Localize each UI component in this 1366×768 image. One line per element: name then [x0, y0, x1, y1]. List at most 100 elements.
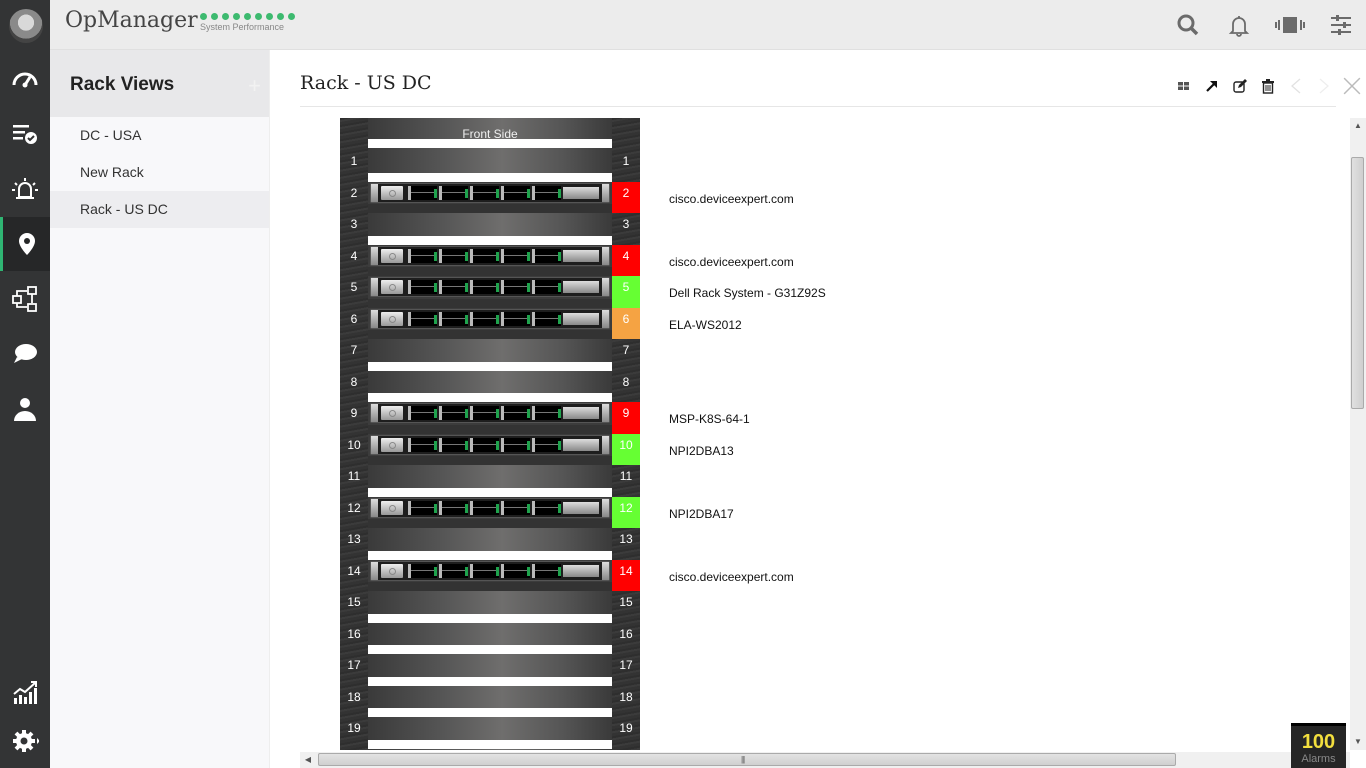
checklist-icon — [13, 125, 37, 144]
device-name-link[interactable]: NPI2DBA17 — [669, 506, 734, 521]
notifications-button[interactable] — [1213, 0, 1264, 50]
drive-bay — [501, 185, 530, 200]
drive-bay — [532, 185, 561, 200]
unit-number-right: 8 — [622, 374, 630, 389]
previous-button[interactable] — [1286, 76, 1306, 96]
server-device[interactable] — [368, 244, 612, 276]
device-name-link[interactable]: MSP-K8S-64-1 — [669, 412, 750, 426]
device-name-link[interactable]: NPI2DBA13 — [669, 443, 734, 458]
close-button[interactable] — [1342, 76, 1362, 96]
unit-number-right: 19 — [619, 721, 633, 735]
rail-reports[interactable] — [0, 665, 50, 719]
horizontal-scroll-thumb[interactable]: ||| — [318, 753, 1176, 766]
drive-bay — [470, 563, 499, 578]
vertical-scrollbar[interactable]: ▲ ▼ — [1350, 118, 1366, 750]
page-title: Rack - US DC — [300, 72, 432, 94]
next-icon — [1319, 78, 1329, 94]
device-name-link[interactable]: cisco.deviceexpert.com — [669, 191, 794, 206]
expand-button[interactable] — [1202, 76, 1222, 96]
server-device[interactable] — [368, 496, 612, 528]
drive-bay — [470, 406, 499, 420]
power-button-icon — [381, 500, 403, 515]
siren-icon — [12, 178, 38, 199]
edit-button[interactable] — [1230, 76, 1250, 96]
drive-bay — [532, 500, 561, 515]
rail-alarms[interactable] — [0, 162, 50, 216]
server-device[interactable] — [368, 181, 612, 213]
server-device[interactable] — [368, 307, 612, 339]
rail-inventory[interactable] — [0, 107, 50, 161]
server-device[interactable] — [368, 433, 612, 465]
settings-sliders-button[interactable] — [1315, 0, 1366, 50]
performance-dot — [288, 13, 295, 20]
blank-panel — [368, 676, 612, 686]
rail-maps[interactable] — [0, 217, 50, 271]
blank-panel — [368, 235, 612, 245]
scroll-up-arrow[interactable]: ▲ — [1354, 121, 1362, 130]
drive-bay — [408, 311, 437, 326]
avatar[interactable] — [9, 9, 43, 43]
alarms-badge[interactable]: 100 Alarms — [1291, 723, 1346, 768]
drive-bay — [408, 437, 437, 452]
unit-number-left: 13 — [347, 532, 361, 546]
performance-dot — [211, 13, 218, 20]
unit-number-left: 16 — [347, 626, 361, 641]
rail-workflow[interactable] — [0, 272, 50, 326]
drive-bay — [470, 500, 499, 515]
server-device[interactable] — [368, 402, 612, 434]
drive-bay — [439, 406, 468, 420]
rail-settings[interactable] — [0, 714, 50, 768]
next-button[interactable] — [1314, 76, 1334, 96]
unit-number-left: 8 — [350, 374, 358, 389]
device-name-link[interactable]: ELA-WS2012 — [669, 317, 742, 332]
devices-button[interactable] — [1264, 0, 1315, 50]
add-rack-button[interactable]: + — [248, 73, 261, 98]
rail-users[interactable] — [0, 382, 50, 436]
device-name-link[interactable]: cisco.deviceexpert.com — [669, 569, 794, 584]
unit-number-right: 3 — [622, 217, 630, 231]
rack-list-item-active[interactable]: Rack - US DC — [50, 191, 269, 228]
performance-dot — [277, 13, 284, 20]
unit-number-left: 17 — [347, 658, 361, 672]
drive-bay — [532, 406, 561, 420]
search-button[interactable] — [1162, 0, 1213, 50]
delete-button[interactable] — [1258, 76, 1278, 96]
performance-dot — [266, 13, 273, 20]
rack-list-item[interactable]: New Rack — [80, 164, 144, 180]
scroll-down-arrow[interactable]: ▼ — [1354, 737, 1362, 746]
device-name-link[interactable]: cisco.deviceexpert.com — [669, 254, 794, 269]
rack-list-item[interactable]: DC - USA — [80, 127, 142, 143]
drive-bay — [439, 563, 468, 578]
scroll-left-arrow[interactable]: ◀ — [304, 755, 312, 764]
horizontal-scrollbar[interactable]: ◀ ||| — [300, 752, 1350, 768]
rail-chat[interactable] — [0, 327, 50, 381]
drive-bay — [470, 437, 499, 452]
unit-number-left: 15 — [347, 595, 361, 609]
blank-panel — [368, 645, 612, 654]
blank-panel — [368, 172, 612, 182]
vertical-scroll-thumb[interactable] — [1351, 157, 1364, 409]
top-bar: OpManager System Performance — [50, 0, 1366, 50]
unit-status-attention: 6 — [612, 307, 640, 339]
grid-view-button[interactable] — [1174, 76, 1194, 96]
server-device[interactable] — [368, 559, 612, 591]
drive-bay — [501, 437, 530, 452]
user-icon — [14, 398, 36, 421]
rail-dashboard[interactable] — [0, 52, 50, 106]
sliders-icon — [1330, 15, 1351, 35]
server-device[interactable] — [368, 276, 612, 308]
device-name-link[interactable]: Dell Rack System - G31Z92S — [669, 286, 826, 300]
chart-icon — [13, 681, 37, 704]
system-performance[interactable]: System Performance — [200, 13, 295, 32]
